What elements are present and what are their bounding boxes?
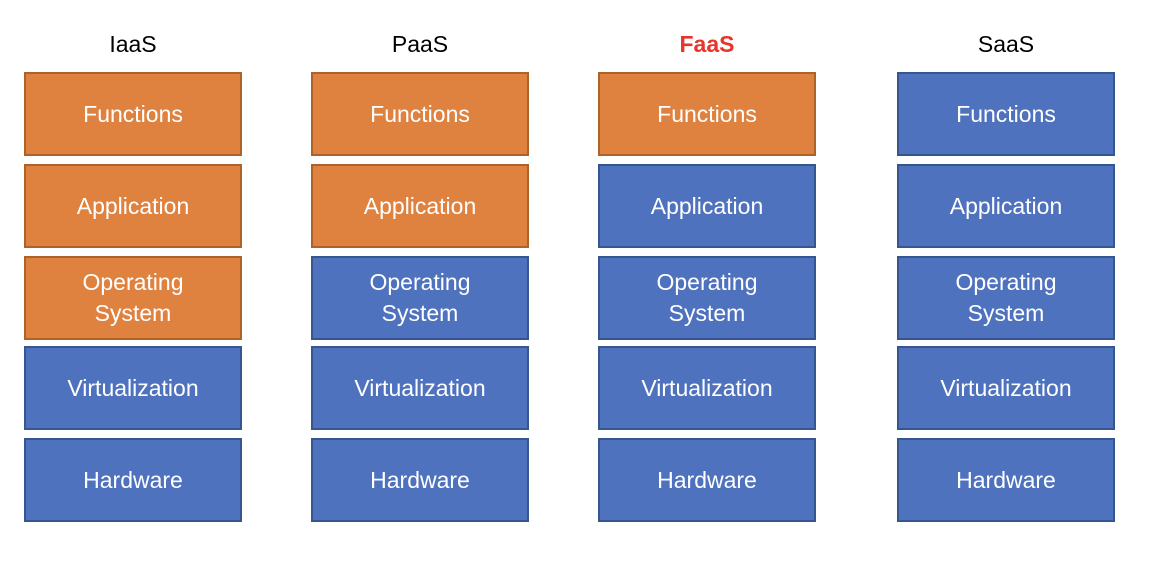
layer-label: Virtualization: [940, 374, 1072, 401]
layer-label: Application: [650, 192, 764, 219]
layer-label: Virtualization: [354, 374, 486, 401]
layer-operating-system: Operating System: [311, 256, 529, 340]
layer-label: Operating System: [82, 269, 184, 326]
layer-virtualization: Virtualization: [311, 346, 529, 430]
column-title: IaaS: [109, 31, 157, 57]
layer-operating-system: Operating System: [897, 256, 1115, 340]
layer-virtualization: Virtualization: [24, 346, 242, 430]
layer-application: Application: [897, 164, 1115, 248]
layer-label: Application: [949, 192, 1063, 219]
layer-hardware: Hardware: [24, 438, 242, 522]
layer-label: Functions: [956, 100, 1056, 127]
layer-functions: Functions: [598, 72, 816, 156]
layer-label: Hardware: [657, 466, 757, 493]
layer-virtualization: Virtualization: [897, 346, 1115, 430]
layer-operating-system: Operating System: [24, 256, 242, 340]
layer-functions: Functions: [311, 72, 529, 156]
layer-application: Application: [598, 164, 816, 248]
column-title: PaaS: [391, 31, 449, 57]
layer-hardware: Hardware: [897, 438, 1115, 522]
layer-label: Hardware: [83, 466, 183, 493]
layer-label: Hardware: [370, 466, 470, 493]
layer-label: Operating System: [369, 269, 471, 326]
layer-label: Application: [363, 192, 477, 219]
column-title: SaaS: [977, 31, 1035, 57]
layer-label: Virtualization: [641, 374, 773, 401]
layer-label: Functions: [657, 100, 757, 127]
column-saas: SaaS Functions Application Operating Sys…: [897, 0, 1115, 562]
layer-application: Application: [24, 164, 242, 248]
layer-label: Operating System: [955, 269, 1057, 326]
layer-label: Functions: [83, 100, 183, 127]
column-paas: PaaS Functions Application Operating Sys…: [311, 0, 529, 562]
layer-virtualization: Virtualization: [598, 346, 816, 430]
layer-functions: Functions: [897, 72, 1115, 156]
layer-label: Functions: [370, 100, 470, 127]
layer-application: Application: [311, 164, 529, 248]
column-title: FaaS: [679, 31, 735, 57]
layer-functions: Functions: [24, 72, 242, 156]
column-faas: FaaS Functions Application Operating Sys…: [598, 0, 816, 562]
layer-label: Operating System: [656, 269, 758, 326]
column-iaas: IaaS Functions Application Operating Sys…: [24, 0, 242, 562]
layer-operating-system: Operating System: [598, 256, 816, 340]
layer-hardware: Hardware: [311, 438, 529, 522]
layer-label: Hardware: [956, 466, 1056, 493]
layer-label: Virtualization: [67, 374, 199, 401]
layer-label: Application: [76, 192, 190, 219]
layer-hardware: Hardware: [598, 438, 816, 522]
